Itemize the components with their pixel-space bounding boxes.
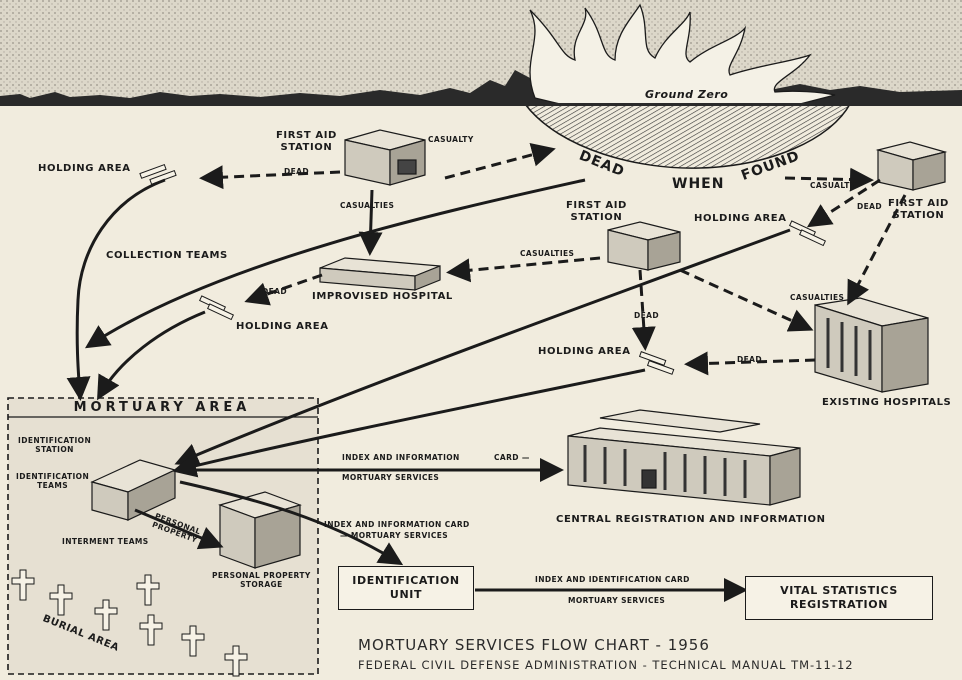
existing-hospitals-label: EXISTING HOSPITALS bbox=[822, 397, 952, 408]
dead-1-label: DEAD bbox=[284, 167, 309, 176]
identification-station-label: IDENTIFICATION STATION bbox=[18, 436, 92, 454]
casualties-2-label: CASUALTIES bbox=[520, 249, 575, 258]
dead-2-label: DEAD bbox=[262, 287, 287, 296]
dead-4-label: DEAD bbox=[634, 311, 659, 320]
mortuary-area-title: MORTUARY AREA bbox=[73, 400, 251, 415]
first-aid-station-2-label: FIRST AID STATION bbox=[566, 200, 627, 223]
holding-area-2-label: HOLDING AREA bbox=[236, 321, 329, 332]
index-identification-card-label: INDEX AND IDENTIFICATION CARD bbox=[535, 575, 690, 584]
identification-teams-label: IDENTIFICATION TEAMS bbox=[16, 472, 90, 490]
personal-property-storage-label: PERSONAL PROPERTY STORAGE bbox=[212, 571, 311, 589]
casualties-1-label: CASUALTIES bbox=[340, 201, 395, 210]
first-aid-station-1-label: FIRST AID STATION bbox=[276, 130, 337, 153]
burial-crosses bbox=[11, 569, 248, 677]
index-info-card-2-label: INDEX AND INFORMATION CARD bbox=[324, 520, 470, 529]
first-aid-station-3-building bbox=[875, 141, 948, 191]
mortuary-services-3-label: MORTUARY SERVICES bbox=[568, 596, 666, 605]
page-title: MORTUARY SERVICES FLOW CHART - 1956 bbox=[358, 636, 710, 654]
interment-teams-label: INTERMENT TEAMS bbox=[62, 537, 149, 546]
mortuary-services-1-label: MORTUARY SERVICES bbox=[342, 473, 440, 482]
mortuary-area-boundary bbox=[7, 397, 319, 675]
first-aid-station-3-label: FIRST AID STATION bbox=[888, 198, 949, 221]
collection-teams-label: COLLECTION TEAMS bbox=[106, 250, 228, 261]
vital-statistics-box: VITAL STATISTICS REGISTRATION bbox=[745, 576, 933, 620]
central-registration-label: CENTRAL REGISTRATION AND INFORMATION bbox=[556, 514, 826, 525]
improvised-hospital-label: IMPROVISED HOSPITAL bbox=[312, 291, 453, 302]
dead-5-label: DEAD bbox=[737, 355, 762, 364]
holding-area-4-label: HOLDING AREA bbox=[538, 346, 631, 357]
blast-flames bbox=[529, 3, 836, 105]
personal-property-storage-building bbox=[218, 491, 302, 569]
index-info-1-label: INDEX AND INFORMATION bbox=[342, 453, 460, 462]
flow-arrows bbox=[66, 143, 907, 602]
identification-unit-box: IDENTIFICATION UNIT bbox=[338, 566, 474, 610]
mortuary-services-2-label: — MORTUARY SERVICES bbox=[340, 531, 449, 540]
improvised-hospital-building bbox=[319, 257, 441, 291]
identification-station-building bbox=[90, 459, 177, 521]
holding-area-3-label: HOLDING AREA bbox=[694, 213, 787, 224]
ground-zero-label: Ground Zero bbox=[645, 88, 729, 101]
casualty-2-label: CASUALTY bbox=[810, 181, 856, 190]
ground-zero-crater bbox=[523, 103, 852, 169]
holding-area-1-label: HOLDING AREA bbox=[38, 163, 131, 174]
page-subtitle: FEDERAL CIVIL DEFENSE ADMINISTRATION - T… bbox=[358, 658, 854, 672]
first-aid-station-2-building bbox=[607, 221, 681, 271]
existing-hospitals-building bbox=[814, 297, 929, 393]
card-1-label: CARD — bbox=[494, 453, 530, 462]
holding-area-bodies bbox=[139, 164, 827, 375]
dead-3-label: DEAD bbox=[857, 202, 882, 211]
central-registration-building bbox=[567, 409, 801, 506]
casualties-3-label: CASUALTIES bbox=[790, 293, 845, 302]
casualty-1-label: CASUALTY bbox=[428, 135, 474, 144]
first-aid-station-1-building bbox=[344, 129, 426, 186]
when-label: WHEN bbox=[672, 176, 725, 192]
